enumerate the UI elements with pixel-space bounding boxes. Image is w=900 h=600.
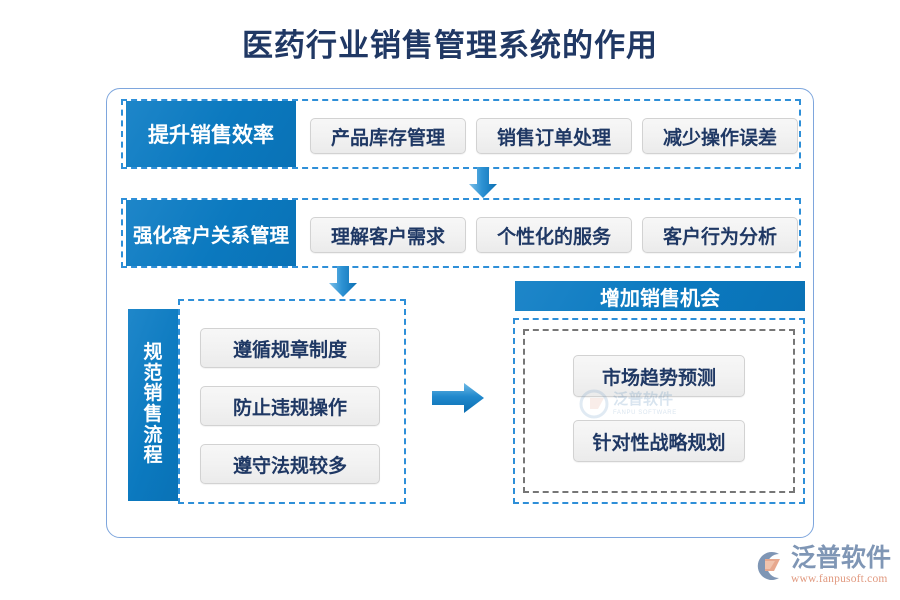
vert-char-2: 销 (143, 383, 163, 405)
brand-logo-name: 泛普软件 (791, 545, 892, 572)
bottom-left-dashed-container (178, 299, 406, 504)
arrow-down-icon (466, 167, 500, 199)
bottom-right-header[interactable]: 增加销售机会 (515, 281, 805, 311)
bottom-left-item-1[interactable]: 防止违规操作 (200, 386, 380, 426)
bottom-right-outer-box (513, 318, 805, 504)
bottom-left-header[interactable]: 规 范 销 售 流 程 (128, 309, 178, 501)
bottom-right-inner-box (523, 329, 795, 493)
row-2-header[interactable]: 强化客户关系管理 (126, 200, 296, 266)
row-2-item-0[interactable]: 理解客户需求 (310, 217, 466, 253)
brand-logo-url: www.fanpusoft.com (791, 573, 888, 585)
row-1-item-2[interactable]: 减少操作误差 (642, 118, 798, 154)
bottom-right-item-0[interactable]: 市场趋势预测 (573, 355, 745, 397)
vert-char-4: 流 (143, 424, 163, 446)
brand-logo-icon (757, 551, 780, 580)
bottom-left-item-2[interactable]: 遵守法规较多 (200, 444, 380, 484)
row-1-header[interactable]: 提升销售效率 (126, 101, 296, 167)
arrow-down-icon-2 (326, 266, 360, 298)
vert-char-0: 规 (143, 342, 163, 364)
arrow-right-icon (432, 380, 486, 416)
vert-char-5: 程 (143, 445, 163, 467)
row-1-dashed-container (121, 99, 801, 169)
row-1-item-0[interactable]: 产品库存管理 (310, 118, 466, 154)
row-1-item-1[interactable]: 销售订单处理 (476, 118, 632, 154)
vert-char-3: 售 (143, 404, 163, 425)
row-2-item-1[interactable]: 个性化的服务 (476, 217, 632, 253)
row-2-dashed-container (121, 198, 801, 268)
brand-logo: 泛普软件 www.fanpusoft.com (752, 546, 891, 586)
page-title: 医药行业销售管理系统的作用 (242, 28, 658, 63)
bottom-right-item-1[interactable]: 针对性战略规划 (573, 420, 745, 462)
diagram-outer-frame (106, 88, 814, 538)
bottom-left-item-0[interactable]: 遵循规章制度 (200, 328, 380, 368)
row-2-item-2[interactable]: 客户行为分析 (642, 217, 798, 253)
vert-char-1: 范 (143, 362, 163, 384)
